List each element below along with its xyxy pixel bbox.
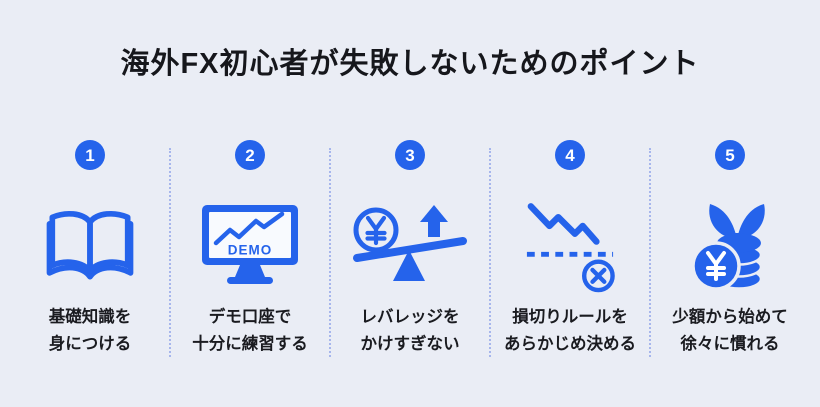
step-3-caption-line1: レバレッジを xyxy=(360,308,460,326)
step-4-caption-line2: あらかじめ決める xyxy=(504,334,636,353)
step-2-number-badge: 2 xyxy=(235,140,265,170)
cross-circle-icon xyxy=(581,258,615,292)
step-5-number-badge: 5 xyxy=(715,140,745,170)
monitor-demo-label: DEMO xyxy=(228,243,273,258)
yen-coin-icon xyxy=(691,241,741,291)
step-5-number: 5 xyxy=(725,145,735,165)
step-1-number-badge: 1 xyxy=(75,140,105,170)
step-3-caption-line2: かけすぎない xyxy=(360,334,460,353)
step-5-icon-box xyxy=(691,196,769,296)
step-2-icon-box: DEMO xyxy=(200,196,300,296)
step-3-icon-box xyxy=(352,196,468,296)
page-title: 海外FX初心者が失敗しないためのポイント xyxy=(120,48,700,80)
step-1: 1 基礎知識を 身につける xyxy=(10,140,171,358)
step-4-number: 4 xyxy=(565,145,575,165)
yen-symbol-outline-icon xyxy=(365,215,387,246)
step-4-number-badge: 4 xyxy=(555,140,585,170)
coin-stack-sprout-icon xyxy=(691,204,765,291)
leverage-seesaw-icon xyxy=(353,205,467,281)
step-3-number: 3 xyxy=(405,145,415,165)
step-3-caption: レバレッジを かけすぎない xyxy=(361,304,460,357)
stop-loss-declining-chart-icon xyxy=(526,202,615,292)
step-2: 2 DEMO デモ口座で 十分に練習する xyxy=(170,140,331,358)
step-4-caption-line1: 損切りルールを xyxy=(512,308,628,326)
step-3-number-badge: 3 xyxy=(395,140,425,170)
step-5-caption-line1: 少額から始めて xyxy=(672,308,788,326)
step-2-caption-line2: 十分に練習する xyxy=(192,334,308,353)
step-2-caption-line1: デモ口座で xyxy=(208,308,292,326)
demo-monitor-chart-icon: DEMO xyxy=(202,205,298,284)
step-2-caption: デモ口座で 十分に練習する xyxy=(192,304,308,357)
step-1-caption-line2: 身につける xyxy=(48,334,132,353)
step-2-number: 2 xyxy=(245,145,255,165)
steps-row: 1 基礎知識を 身につける 2 xyxy=(10,140,810,358)
step-5: 5 xyxy=(650,140,810,357)
step-1-caption-line1: 基礎知識を xyxy=(48,308,132,326)
step-4-caption: 損切りルールを あらかじめ決める xyxy=(504,304,636,357)
up-arrow-icon xyxy=(420,205,448,237)
step-4-icon-box xyxy=(523,196,617,296)
step-4: 4 損切りルールを あらかじめ決める xyxy=(490,140,651,358)
step-3: 3 xyxy=(330,140,491,358)
step-1-number: 1 xyxy=(85,145,95,165)
step-1-caption: 基礎知識を 身につける xyxy=(49,304,132,357)
open-book-icon xyxy=(46,210,134,279)
step-1-icon-box xyxy=(41,196,139,296)
step-5-caption: 少額から始めて 徐々に慣れる xyxy=(672,304,788,357)
step-5-caption-line2: 徐々に慣れる xyxy=(680,334,780,353)
